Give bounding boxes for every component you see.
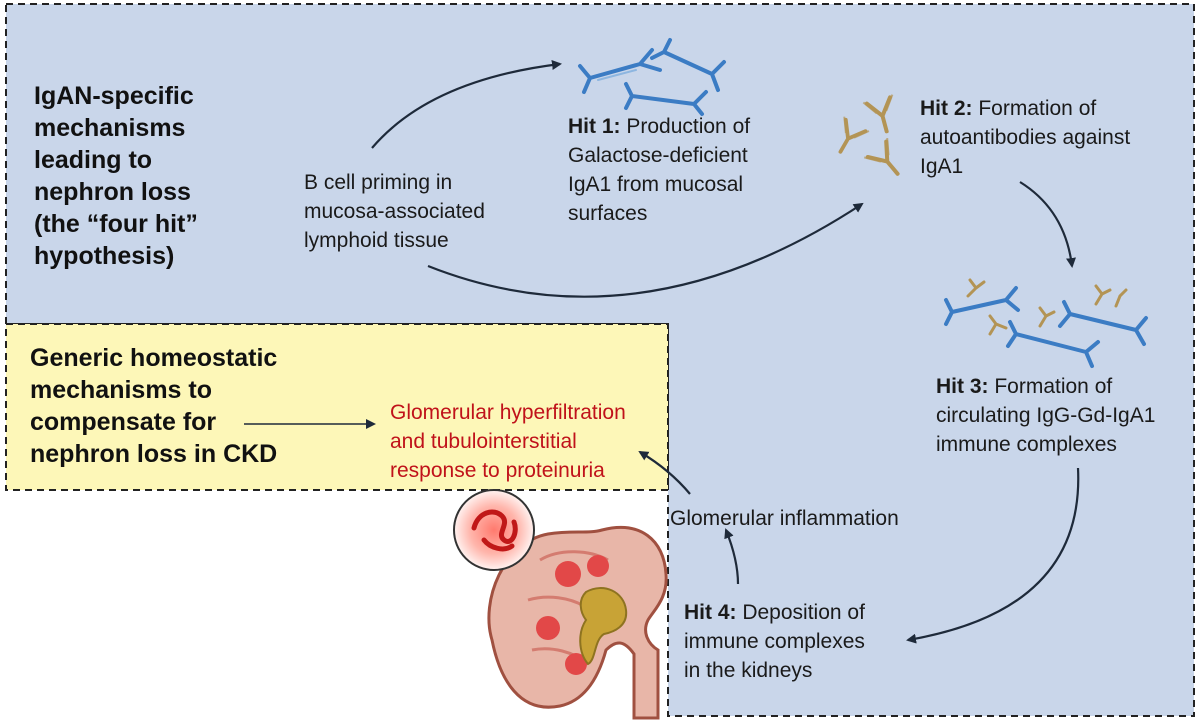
kidney-icon <box>453 489 668 720</box>
hit3-label: Hit 3: Formation of circulating IgG-Gd-I… <box>936 375 1156 456</box>
arrow-bcell-to-hit2 <box>427 202 864 298</box>
hit2-heading: Hit 2: <box>920 97 973 120</box>
generic-panel-title: Generic homeostatic mechanisms to compen… <box>30 344 278 468</box>
hit4-label: Hit 4: Deposition of immune complexes in… <box>684 601 865 682</box>
arrow-bcell-to-hit1 <box>371 60 562 149</box>
b-cell-priming-label: B cell priming in mucosa-associated lymp… <box>304 171 485 252</box>
hit2-line-2: autoantibodies against <box>920 126 1131 149</box>
hyperfiltration-label: Glomerular hyperfiltration and tubuloint… <box>390 401 626 482</box>
glomerulus-icon <box>453 489 535 571</box>
arrow-hit2-to-hit3 <box>1019 181 1076 268</box>
hit3-heading: Hit 3: <box>936 375 989 398</box>
immune-complex-icon <box>944 278 1148 368</box>
antibody-igA1-icon <box>578 38 726 116</box>
hit2-line-3: IgA1 <box>920 155 964 178</box>
hit2-label: Hit 2: Formation of autoantibodies again… <box>920 94 1130 181</box>
arrow-inflammation-to-hyperfiltration <box>638 450 691 495</box>
hit1-heading: Hit 1: <box>568 115 621 138</box>
hit2-line-1: Formation of <box>972 97 1097 120</box>
generic-panel <box>5 323 669 491</box>
arrow-hit3-to-hit4 <box>906 467 1080 644</box>
hit4-heading: Hit 4: <box>684 601 737 624</box>
arrow-hit4-to-inflammation <box>724 528 740 585</box>
glomerular-inflammation-label: Glomerular inflammation <box>670 507 899 530</box>
hit1-label: Hit 1: Production of Galactose-deficient… <box>568 115 751 225</box>
igan-panel-title: IgAN-specific mechanisms leading to neph… <box>34 82 198 270</box>
